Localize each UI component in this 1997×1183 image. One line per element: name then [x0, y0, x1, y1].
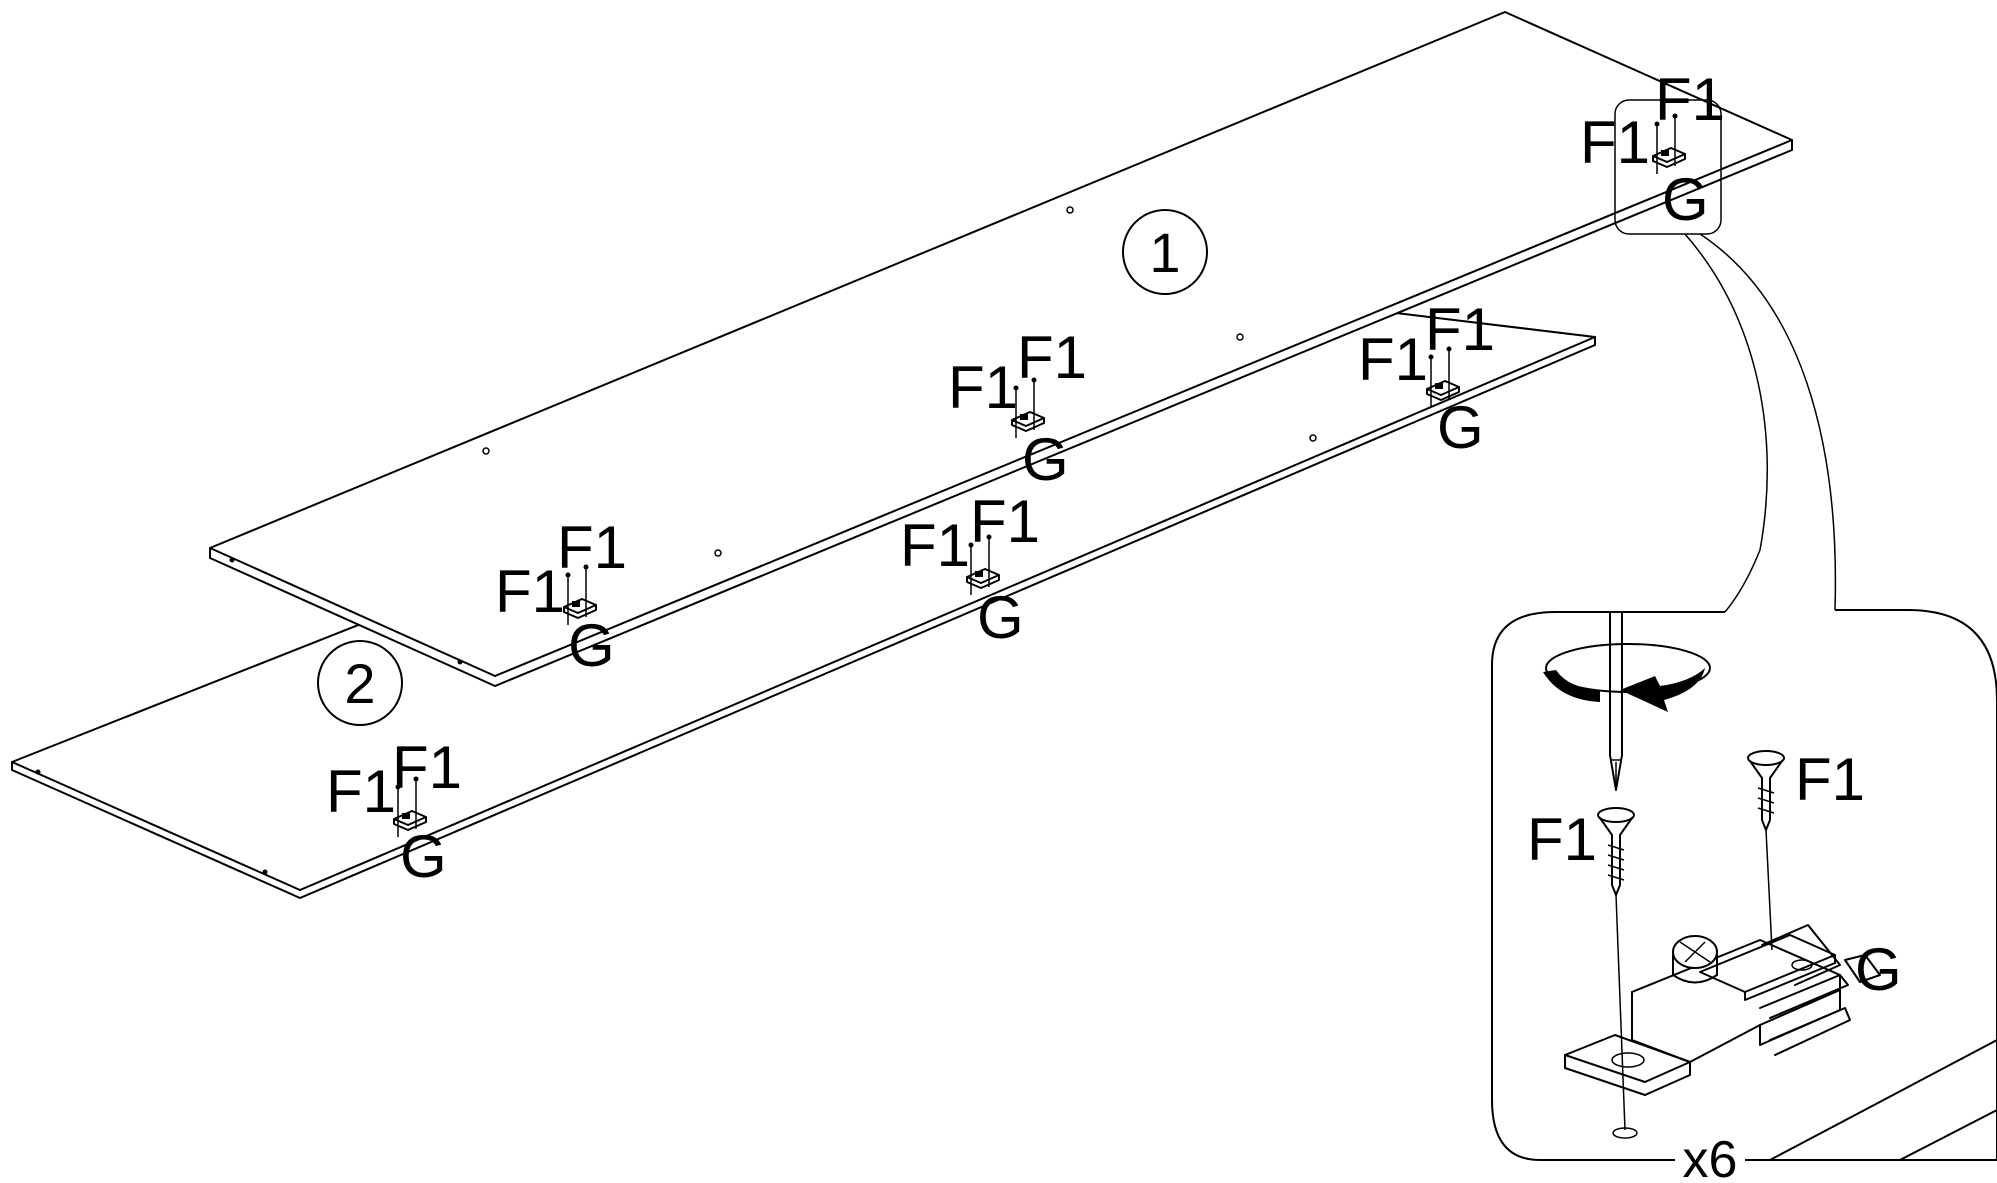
bracket-group-middle: F1 F1 G [900, 488, 1040, 651]
screw-icon [1747, 750, 1785, 951]
part-number-1: 1 [1149, 221, 1180, 284]
screw-label: F1 [495, 558, 565, 625]
screw-label: F1 [1017, 324, 1087, 391]
detail-focus-box [1614, 99, 1722, 235]
part-callout-1: 1 [1122, 209, 1208, 295]
bracket-group-bottom-left: F1 F1 G [326, 734, 462, 890]
bracket-label: G [568, 612, 615, 679]
screw-label: F1 [1358, 326, 1428, 393]
bracket-label: G [977, 584, 1024, 651]
screw-label: F1 [1425, 296, 1495, 363]
bracket-group-right: F1 F1 G [1358, 296, 1495, 461]
screw-icon [1597, 807, 1635, 1131]
detail-connector-left [1684, 233, 1768, 613]
screwdriver-icon [1609, 611, 1623, 791]
bracket-group-center: F1 F1 G [948, 324, 1087, 493]
detail-connector-right [1699, 233, 1837, 611]
screw-label: F1 [326, 758, 396, 825]
detail-screw-label-left: F1 [1527, 806, 1597, 873]
quantity-label: x6 [1683, 1131, 1738, 1183]
bracket-g-icon [1564, 924, 1881, 1139]
panel-1 [209, 11, 1793, 687]
detail-view: F1 F1 [1491, 609, 1997, 1183]
bracket-group-top-right: F1 F1 G [1580, 66, 1725, 235]
bracket-label: G [1437, 394, 1484, 461]
screw-label: F1 [948, 354, 1018, 421]
bracket-label: G [1022, 426, 1069, 493]
screw-label: F1 [557, 514, 627, 581]
detail-bracket-label: G [1855, 936, 1902, 1003]
bracket-label: G [1662, 166, 1709, 233]
bracket-label: G [400, 823, 447, 890]
bracket-group-left: F1 F1 G [495, 514, 627, 679]
part-number-2: 2 [344, 652, 375, 715]
clockwise-arrow-icon [1543, 643, 1711, 712]
part-callout-2: 2 [317, 640, 403, 726]
detail-screw-label-right: F1 [1795, 746, 1865, 813]
screw-label: F1 [392, 734, 462, 801]
screw-label: F1 [970, 488, 1040, 555]
screw-label: F1 [900, 512, 970, 579]
